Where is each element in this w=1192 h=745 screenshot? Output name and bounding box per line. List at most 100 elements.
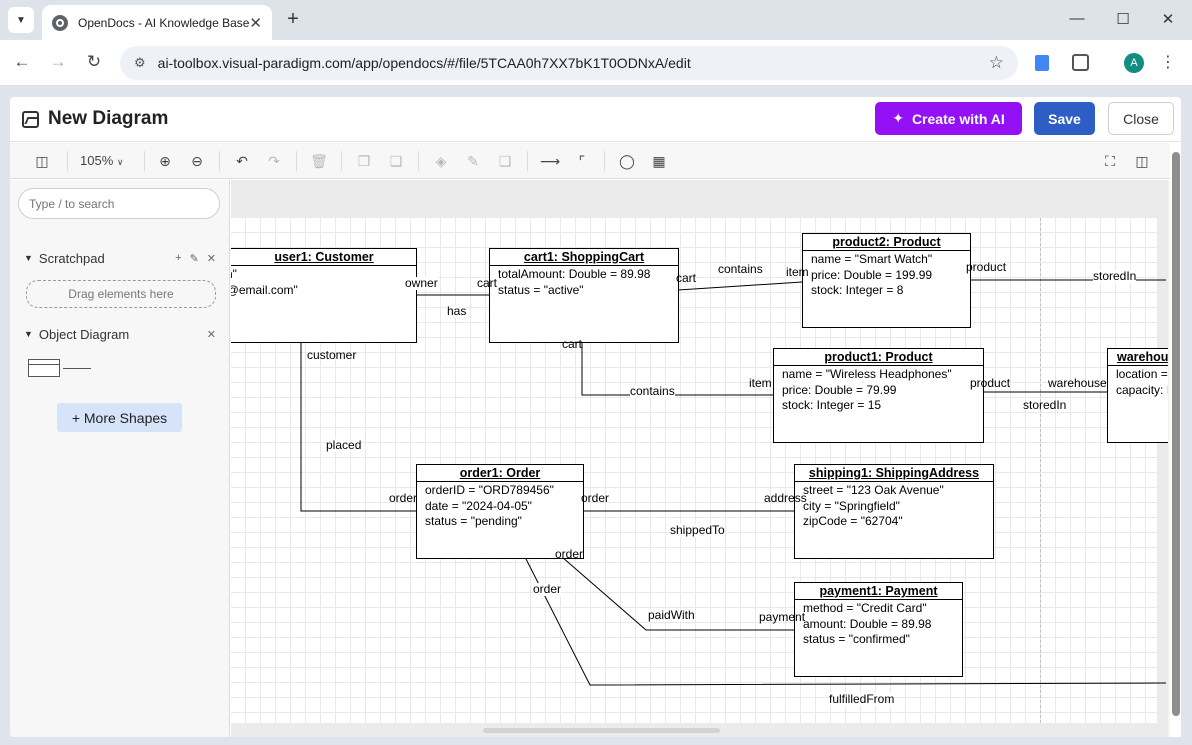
diagram-editor-dialog: New Diagram ✦ Create with AI Save Close …	[10, 97, 1181, 737]
link-label[interactable]: has	[447, 304, 467, 318]
close-icon[interactable]: ✕	[206, 328, 216, 341]
table-icon[interactable]: ▦	[652, 153, 666, 169]
zoom-out-icon[interactable]: ⊖	[191, 153, 203, 169]
format-panel-icon[interactable]: ◫	[1135, 153, 1149, 169]
zoom-in-icon[interactable]: ⊕	[159, 153, 171, 169]
link-label[interactable]: storedIn	[1023, 398, 1067, 412]
reload-icon[interactable]: ↻	[86, 52, 102, 71]
link-label[interactable]: order	[389, 491, 418, 505]
create-with-ai-button[interactable]: ✦ Create with AI	[875, 102, 1022, 135]
link-label[interactable]: order	[581, 491, 610, 505]
close-tab-icon[interactable]: ✕	[249, 14, 262, 32]
fullscreen-icon[interactable]: ⛶	[1105, 153, 1115, 169]
attribute: stock: Integer = 15	[782, 398, 882, 412]
sparkle-icon: ✦	[892, 110, 904, 126]
object-payment1[interactable]: payment1: Payment method = "Credit Card"…	[794, 582, 963, 677]
vertical-scrollbar[interactable]	[1172, 152, 1180, 716]
link-label[interactable]: order	[555, 547, 584, 561]
shadow-icon[interactable]: ❑	[498, 153, 512, 169]
object-shipping1[interactable]: shipping1: ShippingAddress street = "123…	[794, 464, 994, 559]
object-diagram-section-header[interactable]: ▼ Object Diagram ✕	[24, 324, 216, 344]
redo-icon[interactable]: ↷	[268, 153, 280, 169]
toggle-sidebar-icon[interactable]: ◫	[35, 153, 49, 169]
object-product2[interactable]: product2: Product name = "Smart Watch" p…	[802, 233, 971, 328]
link-label[interactable]: item	[786, 265, 809, 279]
link-label[interactable]: owner	[405, 276, 438, 290]
browser-tab[interactable]: OpenDocs - AI Knowledge Base ✕	[42, 5, 272, 40]
link-label[interactable]: product	[970, 376, 1011, 390]
undo-icon[interactable]: ↶	[236, 153, 248, 169]
diagram-canvas[interactable]: user1: Customer name = "Alice Johnson" e…	[231, 180, 1168, 737]
close-button[interactable]: Close	[1108, 102, 1174, 135]
waypoints-icon[interactable]: ⌜	[578, 153, 586, 169]
link-label[interactable]: customer	[307, 348, 357, 362]
link-label[interactable]: contains	[718, 262, 763, 276]
link-label[interactable]: cart	[477, 276, 498, 290]
object-attributes: method = "Credit Card" amount: Double = …	[795, 600, 962, 648]
object-warehouse1[interactable]: warehouse1: Warehouse location = "Centra…	[1107, 348, 1168, 443]
forward-icon[interactable]: →	[49, 52, 67, 71]
new-tab-button[interactable]: +	[287, 8, 299, 30]
site-info-icon[interactable]: ⚙	[134, 55, 146, 70]
delete-icon[interactable]: 🗑	[310, 153, 328, 169]
attribute: status = "active"	[498, 282, 584, 297]
tab-search-button[interactable]: ▼	[8, 7, 34, 33]
profile-avatar[interactable]: A	[1124, 53, 1144, 73]
link-label[interactable]: cart	[562, 337, 583, 351]
shape-search-input[interactable]	[18, 188, 220, 219]
add-icon[interactable]: +	[175, 252, 182, 264]
extensions-puzzle-icon[interactable]	[1072, 54, 1089, 71]
link-cart-product1	[581, 340, 773, 396]
link-label[interactable]: shippedTo	[670, 523, 725, 537]
scratchpad-dropzone[interactable]: Drag elements here	[26, 280, 216, 308]
to-front-icon[interactable]: ❐	[357, 153, 371, 169]
object-cart1[interactable]: cart1: ShoppingCart totalAmount: Double …	[489, 248, 679, 343]
url-text[interactable]: ai-toolbox.visual-paradigm.com/app/opend…	[157, 55, 691, 71]
link-label[interactable]: product	[966, 260, 1007, 274]
object-attributes: orderID = "ORD789456" date = "2024-04-05…	[417, 482, 583, 530]
object-user1[interactable]: user1: Customer name = "Alice Johnson" e…	[231, 248, 417, 343]
link-shape-thumbnail[interactable]	[63, 368, 91, 369]
link-label[interactable]: cart	[676, 271, 697, 285]
scratchpad-section-header[interactable]: ▼ Scratchpad + ✎ ✕	[24, 248, 216, 268]
save-button[interactable]: Save	[1034, 102, 1095, 135]
link-label[interactable]: fulfilledFrom	[829, 692, 895, 706]
horizontal-scrollbar[interactable]	[483, 728, 720, 733]
link-label[interactable]: item	[749, 376, 772, 390]
window-close-icon[interactable]: ✕	[1161, 11, 1175, 28]
bookmark-star-icon[interactable]: ☆	[988, 53, 1004, 72]
toolbar-divider	[527, 151, 528, 171]
link-label[interactable]: storedIn	[1093, 269, 1137, 283]
fill-color-icon[interactable]: ◈	[435, 153, 447, 169]
attribute: date = "2024-04-05"	[425, 498, 532, 513]
shapes-icon[interactable]: ◯	[619, 153, 635, 169]
attribute: email = "alice.johnson@email.com"	[231, 282, 298, 297]
to-back-icon[interactable]: ❏	[389, 153, 403, 169]
link-label[interactable]: warehouse	[1048, 376, 1107, 390]
link-label[interactable]: paidWith	[648, 608, 695, 622]
minimize-icon[interactable]: —	[1069, 10, 1085, 27]
extension-icon[interactable]	[1035, 55, 1049, 71]
attribute: name = "Wireless Headphones"	[782, 367, 952, 381]
maximize-icon[interactable]: ☐	[1116, 11, 1130, 28]
more-shapes-button[interactable]: + More Shapes	[57, 403, 182, 432]
link-label[interactable]: payment	[759, 610, 806, 624]
object-shape-thumbnail[interactable]	[28, 359, 60, 377]
connection-arrow-icon[interactable]: ⟶	[540, 153, 561, 169]
close-icon[interactable]: ✕	[206, 252, 216, 265]
browser-menu-icon[interactable]: ⋮	[1160, 54, 1176, 71]
toolbar-divider	[144, 151, 145, 171]
zoom-dropdown[interactable]: 105% ∨	[80, 151, 123, 172]
link-label[interactable]: placed	[326, 438, 362, 452]
address-bar[interactable]: ⚙ ai-toolbox.visual-paradigm.com/app/ope…	[120, 46, 1018, 80]
object-order1[interactable]: order1: Order orderID = "ORD789456" date…	[416, 464, 584, 559]
attribute: totalAmount: Double = 89.98	[498, 267, 651, 281]
link-label[interactable]: order	[533, 582, 562, 596]
line-color-icon[interactable]: ✎	[467, 153, 479, 169]
back-icon[interactable]: ←	[13, 52, 31, 71]
link-label[interactable]: address	[764, 491, 807, 505]
link-label[interactable]: contains	[630, 384, 675, 398]
tab-title: OpenDocs - AI Knowledge Base	[78, 15, 250, 30]
edit-icon[interactable]: ✎	[189, 252, 199, 265]
object-product1[interactable]: product1: Product name = "Wireless Headp…	[773, 348, 984, 443]
